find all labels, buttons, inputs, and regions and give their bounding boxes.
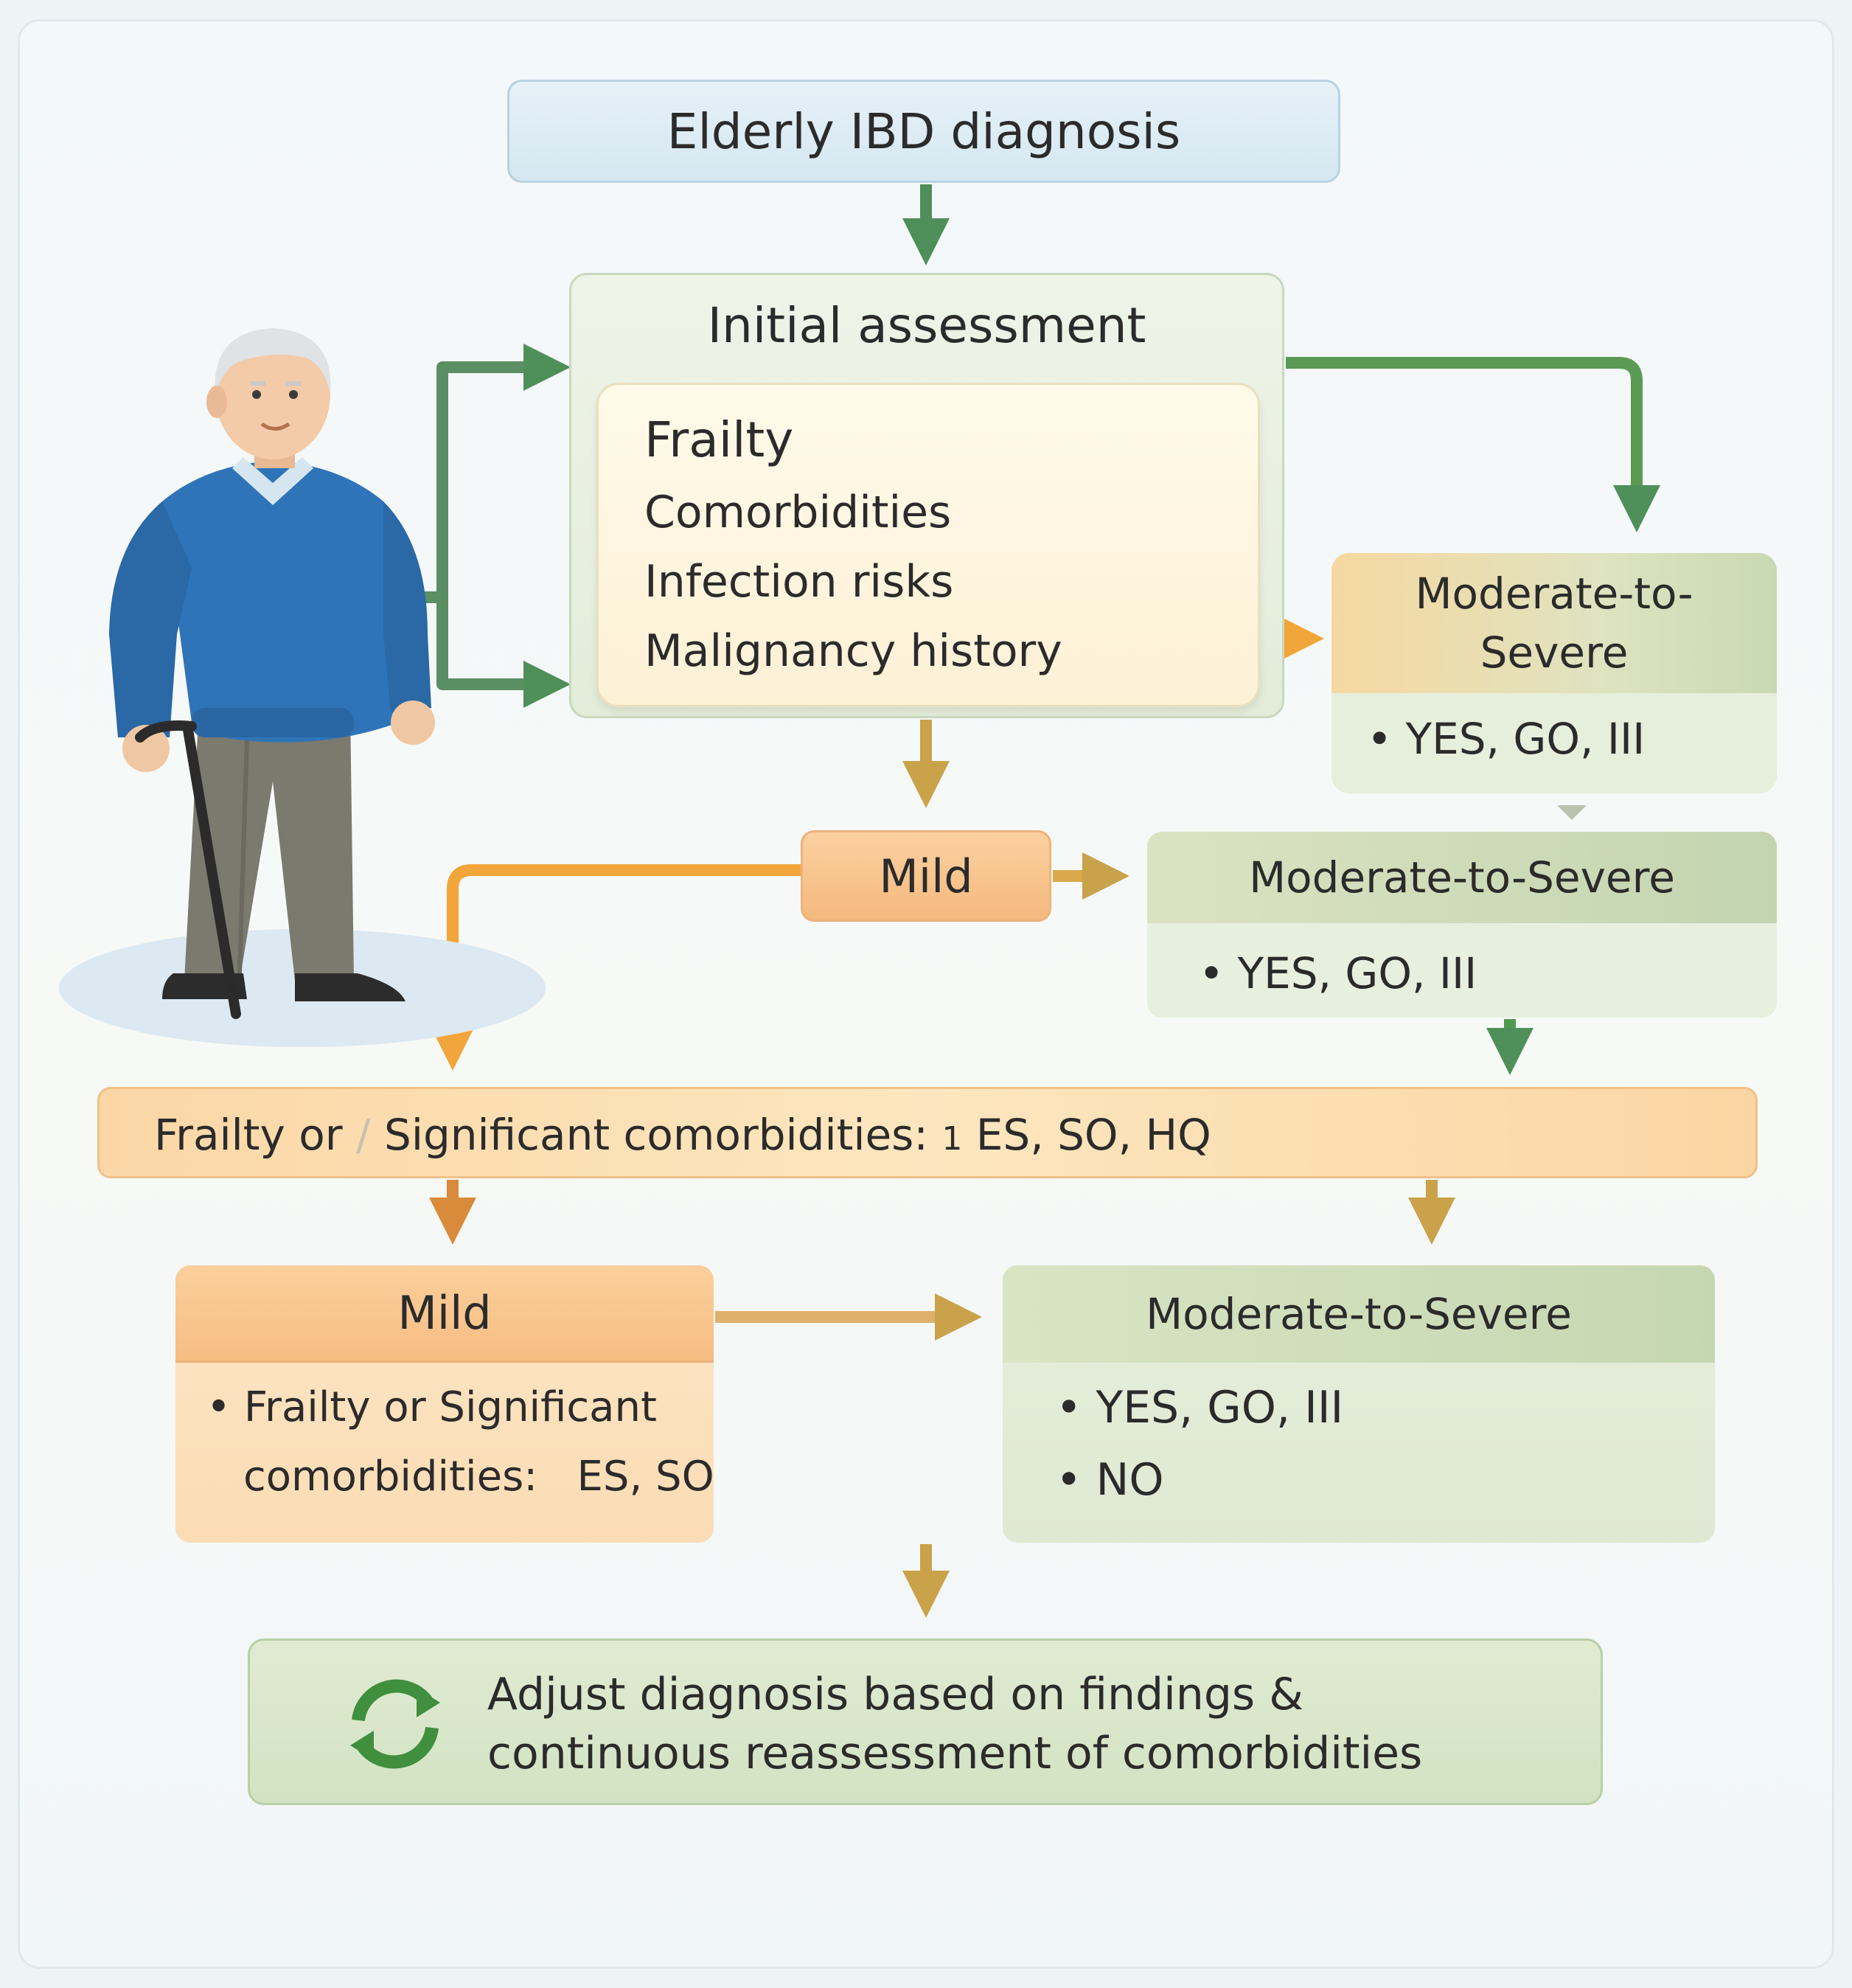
final-line1: Adjust diagnosis based on findings & (487, 1669, 1304, 1720)
severity-top-bullet: • YES, GO, III (1367, 714, 1646, 764)
mild-bottom-line1: • Frailty or Significant (206, 1383, 657, 1431)
mild-box-top: Mild (801, 830, 1051, 922)
severity-middle-header: Moderate-to-Severe (1249, 852, 1675, 903)
severity-top-header-line1: Moderate-to- (1415, 569, 1693, 619)
frailty-bar-text: Frailty or / Significant comorbidities: … (154, 1089, 1211, 1181)
factor-infection-risks: Infection risks (644, 556, 954, 608)
mild-box-bottom: Mild • Frailty or Significant comorbidit… (175, 1265, 714, 1543)
initial-assessment-title: Initial assessment (707, 297, 1146, 354)
factor-comorbidities: Comorbidities (644, 487, 952, 538)
initial-assessment-box: Initial assessment Frailty Comorbidities… (569, 273, 1284, 718)
elderly-person-illustration (59, 328, 546, 1047)
mild-bottom-header: Mild (397, 1286, 492, 1340)
frailty-bar-part2: Significant comorbidities: (384, 1110, 928, 1160)
severity-bottom-header: Moderate-to-Severe (1146, 1289, 1572, 1339)
diagnosis-title: Elderly IBD diagnosis (666, 102, 1181, 160)
assessment-factors-panel: Frailty Comorbidities Infection risks Ma… (596, 383, 1260, 707)
mild-bottom-header-bar: Mild (175, 1265, 714, 1363)
severity-top-header-line2: Severe (1480, 628, 1629, 678)
factor-frailty: Frailty (644, 411, 794, 468)
severity-box-bottom: Moderate-to-Severe • YES, GO, III • NO (1003, 1265, 1715, 1543)
frailty-bar-part4: ES, SO, HQ (975, 1110, 1211, 1160)
frailty-bar-separator: / (356, 1110, 371, 1160)
severity-middle-bullet: • YES, GO, III (1199, 948, 1477, 998)
severity-bottom-bullet-no: • NO (1056, 1454, 1164, 1506)
severity-box-top: Moderate-to- Severe • YES, GO, III (1331, 553, 1777, 793)
frailty-bar-part1: Frailty or (154, 1110, 343, 1160)
mild-bottom-line2: comorbidities: ES, SO, HQ (243, 1453, 714, 1501)
severity-top-header: Moderate-to- Severe (1331, 553, 1777, 693)
final-line2: continuous reassessment of comorbidities (487, 1728, 1423, 1779)
cycle-refresh-icon (350, 1679, 440, 1769)
final-adjust-box: Adjust diagnosis based on findings & con… (248, 1638, 1603, 1805)
severity-bottom-bullet-yes: • YES, GO, III (1056, 1382, 1344, 1433)
mild-top-label: Mild (879, 849, 973, 903)
frailty-comorbidities-bar: Frailty or / Significant comorbidities: … (97, 1087, 1758, 1178)
factor-malignancy-history: Malignancy history (644, 625, 1062, 677)
diagnosis-title-box: Elderly IBD diagnosis (507, 80, 1340, 183)
severity-middle-header-bar: Moderate-to-Severe (1147, 832, 1777, 923)
severity-box-middle: Moderate-to-Severe • YES, GO, III (1147, 832, 1777, 1018)
severity-bottom-header-bar: Moderate-to-Severe (1003, 1265, 1715, 1363)
frailty-bar-part3: 1 (941, 1120, 963, 1158)
